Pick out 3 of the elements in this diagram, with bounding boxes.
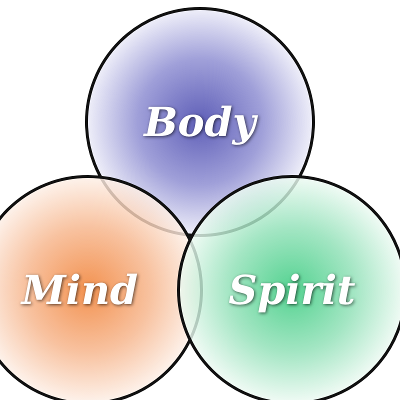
circle-label: Body [144,98,256,146]
circle-label: Mind [22,266,138,314]
circle-label: Spirit [228,266,356,314]
